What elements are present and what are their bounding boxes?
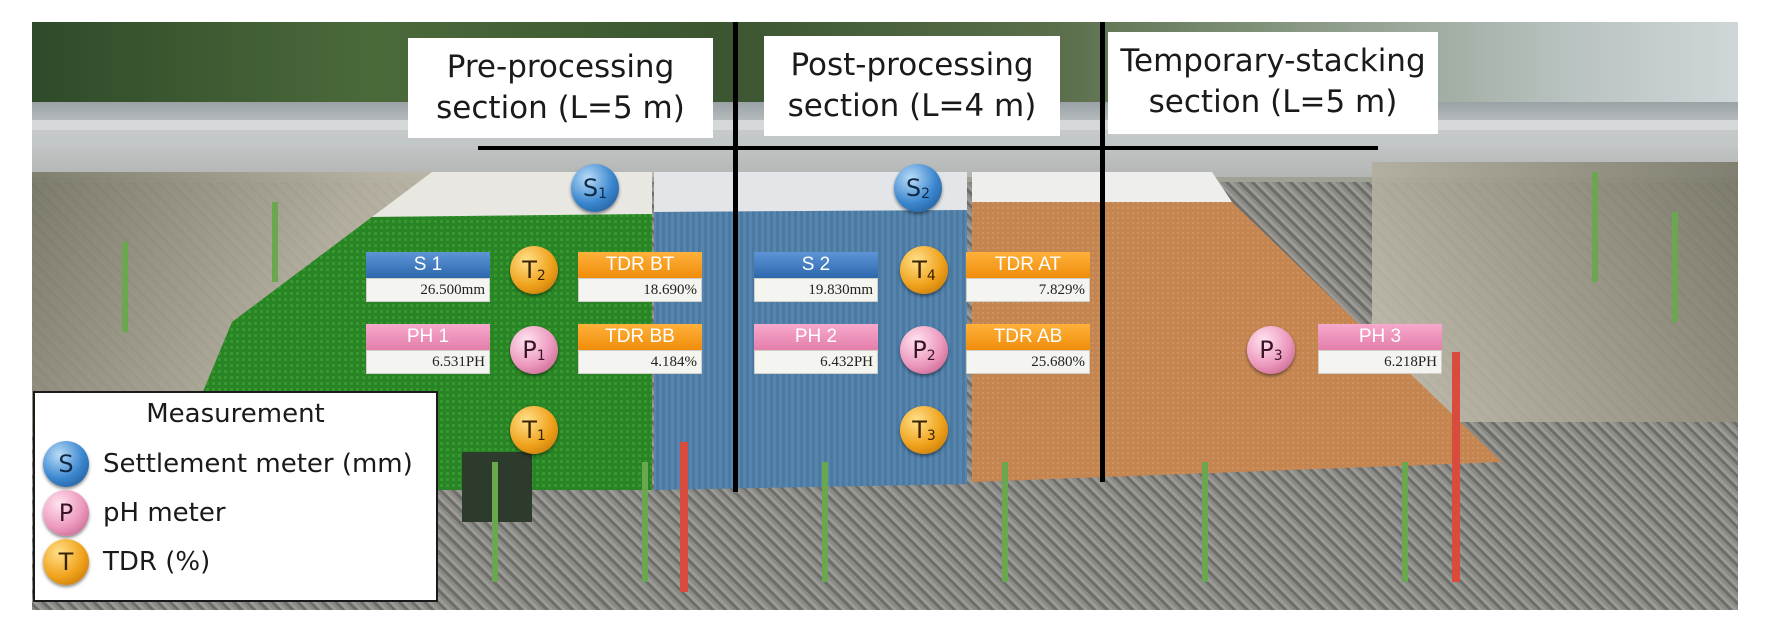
readout-label: TDR BB xyxy=(578,324,702,350)
readout-ph1: PH 1 6.531PH xyxy=(366,324,490,374)
fence-post xyxy=(1202,462,1208,582)
readout-value: 25.680% xyxy=(966,350,1090,374)
readout-value: 6.432PH xyxy=(754,350,878,374)
fence-post xyxy=(822,462,828,582)
section-label-line2: section (L=5 m) xyxy=(1148,84,1398,120)
legend-title: Measurement xyxy=(146,399,325,429)
readout-value: 7.829% xyxy=(966,278,1090,302)
legend-item-tdr: T TDR (%) xyxy=(43,539,210,585)
fence-post xyxy=(1672,212,1678,322)
legend-item-label: pH meter xyxy=(103,498,226,528)
readout-s2: S 2 19.830mm xyxy=(754,252,878,302)
legend-item-settlement: S Settlement meter (mm) xyxy=(43,441,413,487)
legend-item-label: TDR (%) xyxy=(103,547,211,577)
readout-label: PH 2 xyxy=(754,324,878,350)
readout-s1: S 1 26.500mm xyxy=(366,252,490,302)
fence-post xyxy=(492,462,498,582)
fence-post xyxy=(1592,172,1598,282)
ph-meter-icon: P xyxy=(43,490,89,536)
section-label-line2: section (L=4 m) xyxy=(787,88,1037,124)
readout-value: 19.830mm xyxy=(754,278,878,302)
settlement-meter-icon: S xyxy=(43,441,89,487)
readout-ph3: PH 3 6.218PH xyxy=(1318,324,1442,374)
readout-ph2: PH 2 6.432PH xyxy=(754,324,878,374)
section-divider-2 xyxy=(1100,22,1105,482)
readout-label: TDR BT xyxy=(578,252,702,278)
readout-label: S 2 xyxy=(754,252,878,278)
section-label-line1: Pre-processing xyxy=(446,49,675,85)
section-label-temporary-stacking: Temporary-stacking section (L=5 m) xyxy=(1108,32,1438,134)
readout-tdr-bb: TDR BB 4.184% xyxy=(578,324,702,374)
legend-item-label: Settlement meter (mm) xyxy=(103,449,413,479)
fence-post xyxy=(1002,462,1008,582)
post-section-top-strip xyxy=(654,172,967,212)
legend-item-ph: P pH meter xyxy=(43,490,226,536)
readout-label: PH 3 xyxy=(1318,324,1442,350)
section-label-line1: Post-processing xyxy=(790,47,1034,83)
readout-value: 4.184% xyxy=(578,350,702,374)
guard-rail-lower xyxy=(32,140,1738,148)
readout-value: 18.690% xyxy=(578,278,702,302)
section-label-post-processing: Post-processing section (L=4 m) xyxy=(764,36,1060,136)
section-label-pre-processing: Pre-processing section (L=5 m) xyxy=(408,38,713,138)
fence-post xyxy=(122,242,128,332)
readout-label: TDR AB xyxy=(966,324,1090,350)
fence-post xyxy=(1402,462,1408,582)
readout-value: 6.218PH xyxy=(1318,350,1442,374)
section-label-line1: Temporary-stacking xyxy=(1120,43,1426,79)
measurement-legend: Measurement S Settlement meter (mm) P pH… xyxy=(33,391,438,602)
section-divider-1 xyxy=(733,22,738,492)
tdr-icon: T xyxy=(43,539,89,585)
readout-tdr-bt: TDR BT 18.690% xyxy=(578,252,702,302)
readout-label: S 1 xyxy=(366,252,490,278)
readout-label: TDR AT xyxy=(966,252,1090,278)
readout-value: 6.531PH xyxy=(366,350,490,374)
section-header-baseline xyxy=(478,146,1378,150)
readout-label: PH 1 xyxy=(366,324,490,350)
fence-post xyxy=(642,462,648,582)
section-label-line2: section (L=5 m) xyxy=(436,90,685,126)
barrier-pole-right xyxy=(1452,352,1460,582)
readout-tdr-at: TDR AT 7.829% xyxy=(966,252,1090,302)
readout-tdr-ab: TDR AB 25.680% xyxy=(966,324,1090,374)
readout-value: 26.500mm xyxy=(366,278,490,302)
fence-post xyxy=(272,202,278,282)
barrier-pole-left xyxy=(680,442,688,592)
